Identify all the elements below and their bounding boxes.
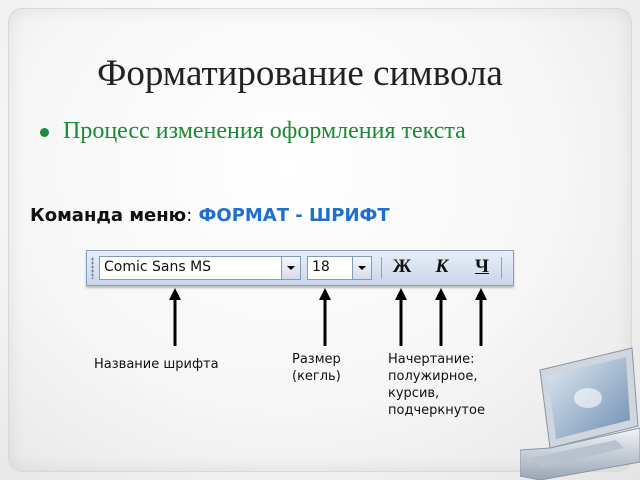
slide-frame xyxy=(8,8,632,472)
toolbar-grip-icon[interactable] xyxy=(91,257,94,279)
arrow-font-name xyxy=(169,288,181,346)
font-name-value: Comic Sans MS xyxy=(104,259,212,275)
font-style-annotation-line: Начертание: xyxy=(388,352,475,367)
font-size-annotation: Размер (кегль) xyxy=(292,351,341,385)
bullet-item: Процесс изменения оформления текста xyxy=(40,118,466,145)
bullet-dot-icon xyxy=(40,128,49,137)
laptop-icon xyxy=(520,347,640,480)
font-size-value: 18 xyxy=(312,259,330,275)
menu-command-value: ФОРМАТ - ШРИФТ xyxy=(198,205,390,226)
font-style-annotation: Начертание: полужирное, курсив, подчеркн… xyxy=(388,351,485,419)
bullet-text: Процесс изменения оформления текста xyxy=(63,118,466,144)
font-size-dropdown-button[interactable] xyxy=(352,257,371,279)
arrow-italic xyxy=(435,288,447,346)
font-size-select[interactable]: 18 xyxy=(307,256,372,280)
italic-button[interactable]: К xyxy=(435,256,449,277)
bold-button[interactable]: Ж xyxy=(392,256,412,277)
font-name-select[interactable]: Comic Sans MS xyxy=(99,256,301,280)
font-style-annotation-line: полужирное, xyxy=(388,369,478,384)
menu-command: Команда меню: ФОРМАТ - ШРИФТ xyxy=(30,205,390,226)
menu-command-label: Команда меню xyxy=(30,205,187,226)
toolbar-separator xyxy=(381,257,382,279)
formatting-toolbar: Comic Sans MS 18 Ж К Ч xyxy=(86,250,514,286)
font-size-annotation-line: (кегль) xyxy=(292,369,341,384)
slide-title: Форматирование символа xyxy=(97,53,503,94)
underline-button[interactable]: Ч xyxy=(475,256,489,277)
dropdown-arrow-icon xyxy=(287,266,295,270)
font-name-annotation: Название шрифта xyxy=(94,357,219,372)
font-name-dropdown-button[interactable] xyxy=(281,257,300,279)
font-style-annotation-line: курсив, xyxy=(388,386,440,401)
toolbar-separator xyxy=(501,257,502,279)
font-size-annotation-line: Размер xyxy=(292,352,341,367)
arrow-bold xyxy=(395,288,407,346)
dropdown-arrow-icon xyxy=(358,266,366,270)
arrow-underline xyxy=(475,288,487,346)
arrow-font-size xyxy=(319,288,331,346)
font-style-annotation-line: подчеркнутое xyxy=(388,403,485,418)
menu-command-colon: : xyxy=(186,205,193,226)
